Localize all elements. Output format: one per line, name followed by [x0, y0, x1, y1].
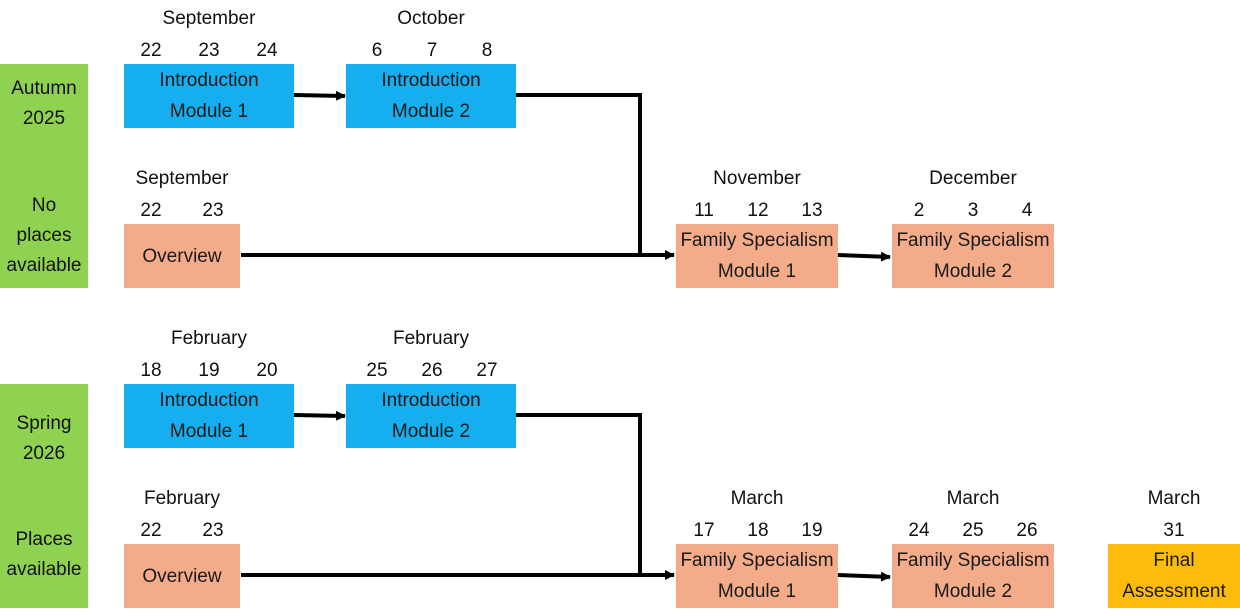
autumn-intro-module-1: Introduction Module 1 — [124, 64, 294, 128]
spring-final-month: March — [1147, 488, 1201, 509]
autumn-intro1-month: September — [162, 8, 256, 29]
day: 18 — [747, 520, 769, 541]
day: 24 — [256, 40, 278, 61]
spring-overview-days: 22 23 — [136, 520, 228, 542]
autumn-term-title: Autumn 2025 — [11, 78, 77, 129]
arrow-family1-to-family2 — [837, 251, 891, 262]
day: 25 — [366, 360, 388, 381]
autumn-term-panel — [0, 64, 88, 288]
day: 22 — [140, 520, 162, 541]
day: 26 — [1016, 520, 1038, 541]
autumn-family-specialism-module-2: Family Specialism Module 2 — [892, 224, 1054, 288]
day: 23 — [202, 520, 224, 541]
spring-family1-month: March — [730, 488, 784, 509]
day: 22 — [140, 40, 162, 61]
spring-term-title: Spring 2026 — [16, 413, 72, 464]
spring-overview: Overview — [124, 544, 240, 608]
spring-final-assessment: Final Assessment — [1108, 544, 1240, 608]
day: 22 — [140, 200, 162, 221]
autumn-intro1-days: 22 23 24 — [136, 40, 282, 62]
autumn-family2-month: December — [929, 168, 1017, 189]
spring-final-day: 31 — [1163, 520, 1185, 541]
spring-family-specialism-module-1: Family Specialism Module 1 — [676, 544, 838, 608]
autumn-intro2-month: October — [397, 8, 465, 29]
day: 13 — [801, 200, 823, 221]
day: 7 — [426, 40, 438, 61]
spring-availability: Places available — [6, 529, 82, 580]
spring-intro2-days: 25 26 27 — [362, 360, 502, 382]
autumn-intro-module-2: Introduction Module 2 — [346, 64, 516, 128]
spring-intro1-month: February — [170, 328, 248, 349]
autumn-family-specialism-module-1: Family Specialism Module 1 — [676, 224, 838, 288]
autumn-availability: No places available — [6, 195, 82, 276]
arrow-intro1-to-intro2-spring — [292, 410, 346, 421]
arrow-intro1-to-intro2 — [292, 90, 346, 101]
autumn-overview-days: 22 23 — [136, 200, 228, 222]
day: 26 — [421, 360, 443, 381]
day: 27 — [476, 360, 498, 381]
day: 20 — [256, 360, 278, 381]
day: 19 — [801, 520, 823, 541]
day: 12 — [747, 200, 769, 221]
autumn-overview: Overview — [124, 224, 240, 288]
day: 4 — [1021, 200, 1033, 221]
autumn-family1-days: 11 12 13 — [689, 200, 827, 222]
autumn-overview-month: September — [135, 168, 229, 189]
day: 17 — [693, 520, 715, 541]
day: 8 — [481, 40, 493, 61]
day: 11 — [694, 200, 714, 221]
day: 3 — [967, 200, 979, 221]
day: 23 — [202, 200, 224, 221]
spring-intro2-month: February — [392, 328, 470, 349]
spring-intro-module-2: Introduction Module 2 — [346, 384, 516, 448]
day: 23 — [198, 40, 220, 61]
connector-intro2-to-family1-spring — [515, 413, 642, 575]
connector-intro2-to-family1 — [515, 93, 642, 255]
spring-term-panel — [0, 384, 88, 608]
day: 25 — [962, 520, 984, 541]
autumn-family2-days: 2 3 4 — [904, 200, 1042, 222]
spring-family-specialism-module-2: Family Specialism Module 2 — [892, 544, 1054, 608]
day: 6 — [371, 40, 383, 61]
arrow-family1-to-family2-spring — [837, 571, 891, 582]
spring-overview-month: February — [143, 488, 221, 509]
day: 2 — [913, 200, 925, 221]
day: 24 — [908, 520, 930, 541]
spring-family1-days: 17 18 19 — [689, 520, 827, 542]
autumn-family1-month: November — [713, 168, 801, 189]
spring-family2-month: March — [946, 488, 1000, 509]
spring-family2-days: 24 25 26 — [904, 520, 1042, 542]
spring-intro-module-1: Introduction Module 1 — [124, 384, 294, 448]
day: 18 — [140, 360, 162, 381]
day: 19 — [198, 360, 220, 381]
spring-intro1-days: 18 19 20 — [136, 360, 282, 382]
autumn-intro2-days: 6 7 8 — [362, 40, 502, 62]
